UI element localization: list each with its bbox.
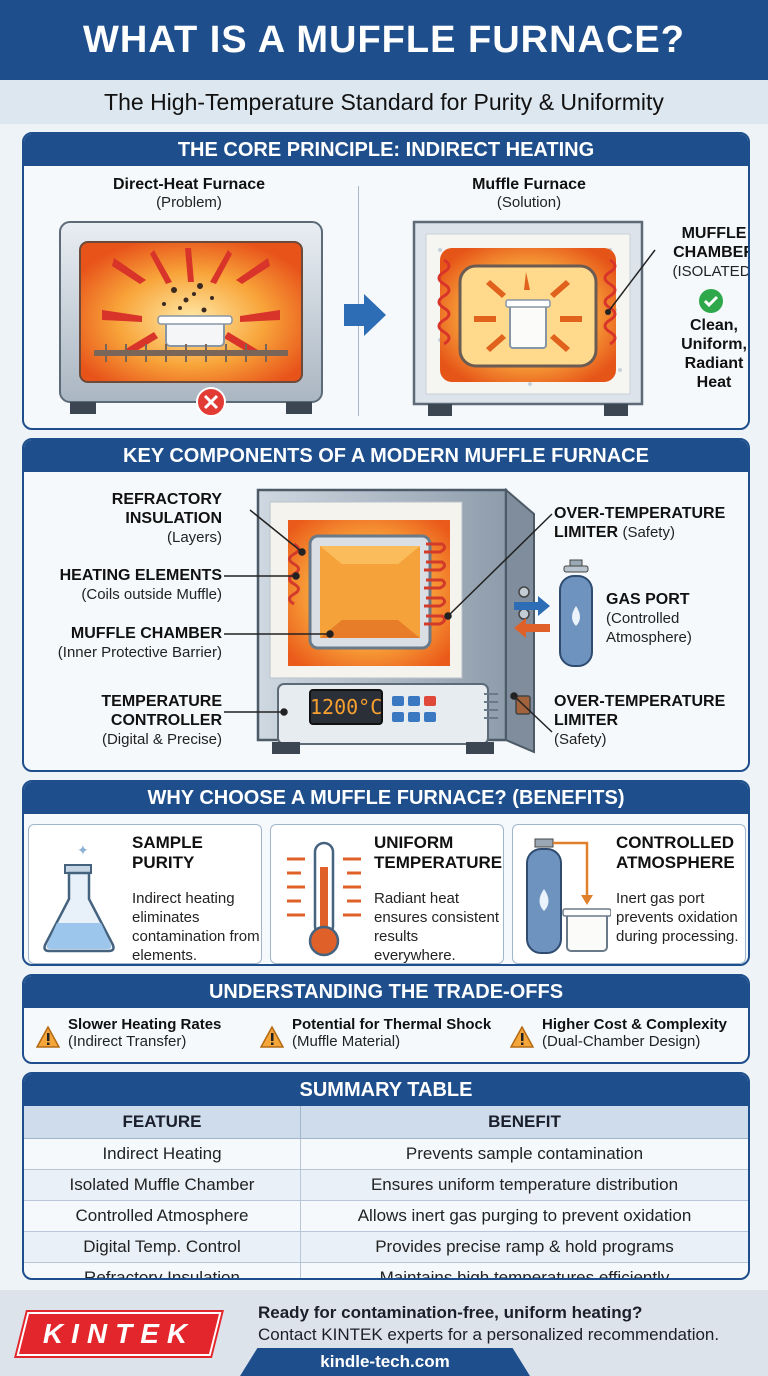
table-row: Refractory Insulation Maintains high tem… [24, 1262, 748, 1278]
heating-elements-label: HEATING ELEMENTS (Coils outside Muffle) [59, 567, 222, 603]
column-header: FEATURE [24, 1106, 301, 1139]
key-components-heading: KEY COMPONENTS OF A MODERN MUFFLE FURNAC… [24, 440, 748, 472]
table-cell: Provides precise ramp & hold programs [300, 1231, 748, 1263]
temperature-display: 1200°C [310, 695, 383, 719]
benefit-text: Inert gas port prevents oxidation during… [616, 890, 739, 945]
key-components-section: KEY COMPONENTS OF A MODERN MUFFLE FURNAC… [22, 438, 750, 772]
tradeoff-item: Higher Cost & Complexity (Dual-Chamber D… [510, 1016, 727, 1050]
muffle-caption: Muffle Furnace (Solution) [384, 176, 674, 211]
table-row: Digital Temp. Control Provides precise r… [24, 1231, 748, 1263]
benefit-text: Indirect heating eliminates contaminatio… [132, 890, 260, 964]
table-row: Isolated Muffle Chamber Ensures uniform … [24, 1169, 748, 1201]
table-cell: Isolated Muffle Chamber [24, 1169, 301, 1201]
table-cell: Controlled Atmosphere [24, 1200, 301, 1232]
website-link[interactable]: kindle-tech.com [240, 1348, 530, 1376]
core-principle-section: THE CORE PRINCIPLE: INDIRECT HEATING Dir… [22, 132, 750, 430]
gas-cylinder-cup-icon [526, 838, 611, 954]
tradeoff-item: Potential for Thermal Shock (Muffle Mate… [260, 1016, 491, 1050]
over-temperature-limiter-top-label: OVER-TEMPERATURE LIMITER (Safety) [554, 505, 726, 541]
refractory-insulation-label: REFRACTORY INSULATION (Layers) [111, 491, 222, 546]
table-cell: Ensures uniform temperature distribution [300, 1169, 748, 1201]
tradeoffs-heading: UNDERSTANDING THE TRADE-OFFS [24, 976, 748, 1008]
benefit-card-atmosphere: CONTROLLED ATMOSPHERE Inert gas port pre… [512, 824, 746, 964]
furnace-cutaway-illustration [256, 487, 535, 754]
table-cell: Digital Temp. Control [24, 1231, 301, 1263]
clean-heat-label: Clean, Uniform, Radiant Heat [681, 317, 747, 391]
svg-text:✦: ✦ [77, 843, 89, 859]
summary-table: FEATURE BENEFIT Indirect Heating Prevent… [24, 1106, 748, 1278]
table-cell: Allows inert gas purging to prevent oxid… [300, 1200, 748, 1232]
page-title: WHAT IS A MUFFLE FURNACE? [0, 0, 768, 80]
benefit-text: Radiant heat ensures consistent results … [374, 890, 500, 964]
table-row: Indirect Heating Prevents sample contami… [24, 1138, 748, 1170]
table-header-row: FEATURE BENEFIT [24, 1106, 748, 1139]
logo-text: KINTEK [42, 1318, 196, 1349]
arrow-right-icon [344, 294, 386, 336]
benefit-title: SAMPLE PURITY [132, 833, 203, 872]
core-principle-heading: THE CORE PRINCIPLE: INDIRECT HEATING [24, 134, 748, 166]
tradeoffs-section: UNDERSTANDING THE TRADE-OFFS Slower Heat… [22, 974, 750, 1064]
benefit-card-purity: ✦ SAMPLE PURITY Indirect heating elimina… [28, 824, 262, 964]
benefit-title: UNIFORM TEMPERATURE [374, 833, 503, 872]
table-cell: Maintains high temperatures efficiently [300, 1262, 748, 1278]
over-temperature-limiter-bottom-label: OVER-TEMPERATURE LIMITER (Safety) [554, 693, 726, 748]
table-row: Controlled Atmosphere Allows inert gas p… [24, 1200, 748, 1232]
benefits-section: WHY CHOOSE A MUFFLE FURNACE? (BENEFITS) … [22, 780, 750, 966]
warning-icon [36, 1026, 60, 1048]
page-subtitle: The High-Temperature Standard for Purity… [0, 80, 768, 124]
thermometer-icon [287, 841, 361, 957]
footer-cta: Ready for contamination-free, uniform he… [258, 1302, 758, 1346]
gas-cylinder-icon [559, 559, 593, 667]
column-header: BENEFIT [300, 1106, 748, 1139]
direct-heat-caption: Direct-Heat Furnace (Problem) [24, 176, 354, 211]
summary-section: SUMMARY TABLE FEATURE BENEFIT Indirect H… [22, 1072, 750, 1280]
tradeoff-item: Slower Heating Rates (Indirect Transfer) [36, 1016, 221, 1050]
direct-heat-title: Direct-Heat Furnace [112, 176, 266, 193]
temperature-controller-label: TEMPERATURE CONTROLLER (Digital & Precis… [101, 693, 222, 748]
benefit-card-uniform: UNIFORM TEMPERATURE Radiant heat ensures… [270, 824, 504, 964]
component-leader-lines [224, 509, 553, 733]
direct-heat-illustration [59, 221, 323, 417]
warning-icon [510, 1026, 534, 1048]
summary-heading: SUMMARY TABLE [24, 1074, 748, 1106]
direct-heat-sub: (Problem) [156, 194, 222, 211]
cta-heading: Ready for contamination-free, uniform he… [258, 1303, 643, 1322]
table-cell: Indirect Heating [24, 1138, 301, 1170]
table-cell: Prevents sample contamination [300, 1138, 748, 1170]
check-icon [699, 289, 723, 313]
muffle-chamber-component-label: MUFFLE CHAMBER (Inner Protective Barrier… [57, 625, 222, 661]
chamber-leader-line [605, 249, 656, 315]
flask-icon: ✦ [43, 843, 115, 953]
benefit-title: CONTROLLED ATMOSPHERE [616, 833, 735, 872]
kintek-logo[interactable]: KINTEK [16, 1312, 222, 1356]
cta-text: Contact KINTEK experts for a personalize… [258, 1325, 720, 1344]
gas-port-label: GAS PORT (Controlled Atmosphere) [606, 591, 692, 646]
muffle-title: Muffle Furnace [472, 176, 586, 193]
muffle-sub: (Solution) [496, 194, 562, 211]
muffle-chamber-label: MUFFLE CHAMBER (ISOLATED) [672, 225, 750, 280]
muffle-illustration [412, 220, 644, 416]
section-divider [358, 186, 359, 416]
table-cell: Refractory Insulation [24, 1262, 301, 1278]
warning-icon [260, 1026, 284, 1048]
benefits-heading: WHY CHOOSE A MUFFLE FURNACE? (BENEFITS) [24, 782, 748, 814]
